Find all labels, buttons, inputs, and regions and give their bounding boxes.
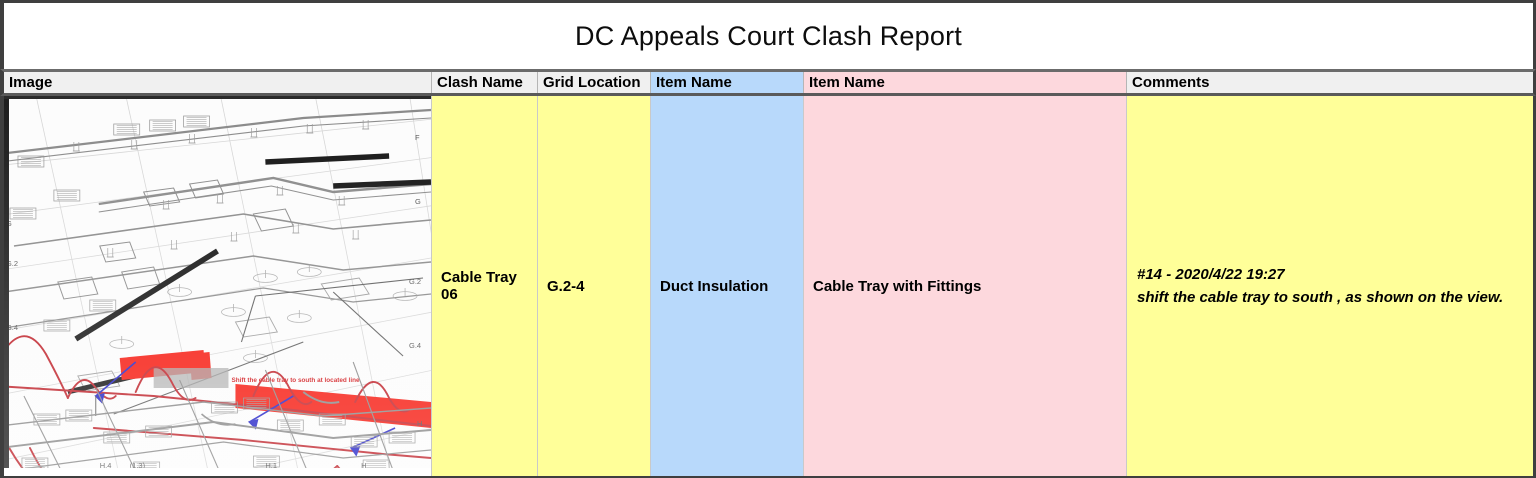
column-header-grid-location: Grid Location (538, 72, 651, 93)
page-title: DC Appeals Court Clash Report (575, 20, 962, 51)
column-header-item-name-1: Item Name (651, 72, 804, 93)
comment-body: shift the cable tray to south , as shown… (1137, 289, 1504, 306)
column-header-comments: Comments (1127, 72, 1533, 93)
cell-item-name-1: Duct Insulation (651, 96, 804, 476)
column-header-image: Image (4, 72, 432, 93)
image-bottom-margin (4, 468, 431, 476)
cell-item-name-2: Cable Tray with Fittings (804, 96, 1127, 476)
clash-image-cell[interactable]: Shift the cable tray to south at located… (4, 96, 432, 476)
report-title-band: DC Appeals Court Clash Report (0, 3, 1536, 69)
bim-isometric-view[interactable]: Shift the cable tray to south at located… (4, 96, 431, 476)
comment-timestamp: #14 - 2020/4/22 19:27 (1137, 265, 1285, 283)
table-row: Shift the cable tray to south at located… (0, 96, 1536, 476)
cell-grid-location: G.2-4 (538, 96, 651, 476)
table-header-row: Image Clash Name Grid Location Item Name… (0, 69, 1536, 96)
column-header-item-name-2: Item Name (804, 72, 1127, 93)
column-header-clash-name: Clash Name (432, 72, 538, 93)
bim-model-graphic: Shift the cable tray to south at located… (4, 96, 431, 476)
cell-comments: #14 - 2020/4/22 19:27 shift the cable tr… (1127, 96, 1533, 476)
cell-clash-name: Cable Tray 06 (432, 96, 538, 476)
